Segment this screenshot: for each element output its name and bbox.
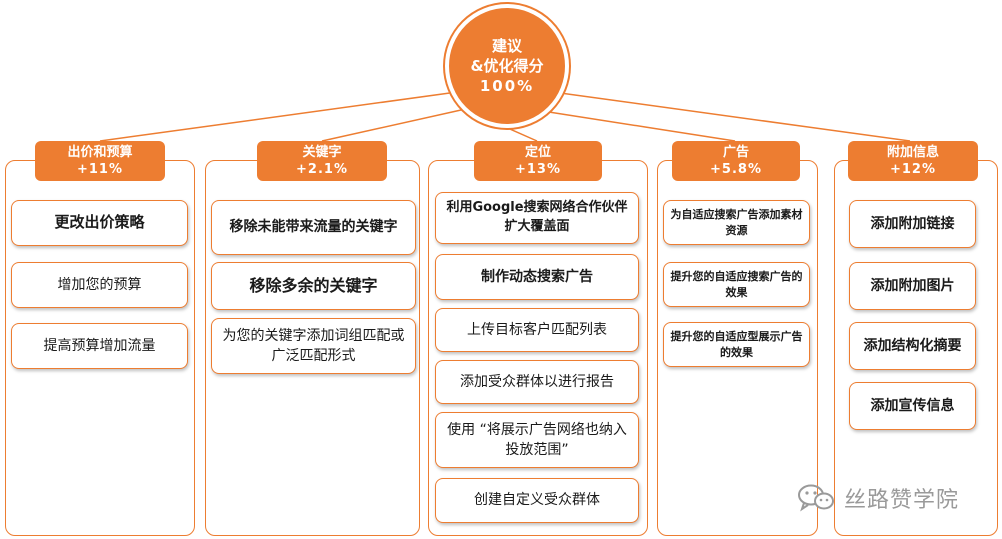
column-value: +13%	[514, 162, 561, 177]
watermark-text: 丝路赞学院	[844, 488, 960, 513]
column-header-keywords: 关键字 +2.1%	[257, 141, 387, 181]
connector-line	[502, 125, 538, 142]
card-dynamic-search-ads: 制作动态搜索广告	[435, 254, 639, 300]
hub-title: 建议	[491, 37, 522, 55]
connector-line	[321, 107, 471, 142]
connector-line	[99, 91, 458, 142]
connector-line	[535, 109, 736, 142]
column-title: 附加信息	[886, 145, 939, 160]
card-remove-non-traffic-keywords: 移除未能带来流量的关键字	[211, 200, 416, 255]
card-raise-budget-traffic: 提高预算增加流量	[11, 323, 188, 369]
card-remove-redundant-keywords: 移除多余的关键字	[211, 262, 416, 310]
column-header-bidding-budget: 出价和预算 +11%	[35, 141, 165, 181]
column-header-ads: 广告 +5.8%	[672, 141, 800, 181]
column-header-extensions: 附加信息 +12%	[848, 141, 978, 181]
card-add-audiences-reporting: 添加受众群体以进行报告	[435, 360, 639, 404]
column-title: 出价和预算	[67, 145, 133, 160]
column-value: +5.8%	[710, 162, 762, 177]
wechat-icon	[798, 484, 834, 512]
card-improve-rsa: 提升您的自适应搜索广告的效果	[663, 262, 810, 307]
card-change-bid-strategy: 更改出价策略	[11, 200, 188, 246]
column-title: 定位	[524, 145, 551, 160]
card-add-callouts: 添加宣传信息	[849, 382, 976, 430]
card-add-structured-snippets: 添加结构化摘要	[849, 322, 976, 370]
column-header-targeting: 定位 +13%	[474, 141, 602, 181]
watermark: 丝路赞学院	[796, 482, 959, 514]
card-include-display-network: 使用 “将展示广告网络也纳入投放范围”	[435, 412, 639, 468]
column-value: +11%	[76, 162, 123, 177]
card-add-images: 添加附加图片	[849, 262, 976, 310]
card-increase-budget: 增加您的预算	[11, 262, 188, 308]
hub-subtitle: &优化得分	[470, 57, 544, 75]
column-title: 广告	[722, 145, 749, 160]
column-title: 关键字	[302, 145, 342, 160]
hub-score: 100%	[479, 77, 535, 95]
column-value: +12%	[889, 162, 936, 177]
card-add-rsa-assets: 为自适应搜索广告添加素材资源	[663, 200, 810, 245]
column-value: +2.1%	[296, 162, 348, 177]
card-custom-audiences: 创建自定义受众群体	[435, 478, 639, 523]
score-hub: 建议 &优化得分 100%	[445, 4, 569, 128]
connector-line	[552, 91, 911, 142]
card-upload-customer-match: 上传目标客户匹配列表	[435, 308, 639, 352]
card-improve-responsive-display: 提升您的自适应型展示广告的效果	[663, 322, 810, 367]
card-add-sitelinks: 添加附加链接	[849, 200, 976, 248]
card-add-phrase-broad-match: 为您的关键字添加词组匹配或广泛匹配形式	[211, 318, 416, 374]
card-search-partners: 利用Google搜索网络合作伙伴扩大覆盖面	[435, 192, 639, 244]
